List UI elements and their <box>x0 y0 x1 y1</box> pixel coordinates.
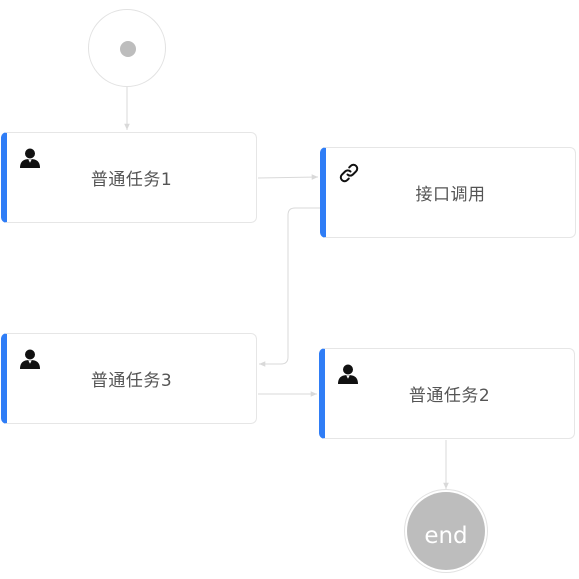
edge-task1-to-api[interactable] <box>257 174 319 180</box>
user-icon <box>19 147 41 169</box>
end-label: end <box>424 523 468 549</box>
node-label: 普通任务1 <box>90 170 173 190</box>
user-icon <box>337 363 359 385</box>
node-task-2[interactable]: 普通任务2 <box>319 348 575 439</box>
edge-api-to-task3[interactable] <box>259 207 320 367</box>
user-icon <box>19 348 41 370</box>
start-dot <box>120 41 136 57</box>
node-label: 接口调用 <box>415 185 486 205</box>
end-event[interactable]: end <box>407 492 485 570</box>
node-task-3[interactable]: 普通任务3 <box>1 333 257 424</box>
node-label: 普通任务3 <box>90 371 173 391</box>
start-event[interactable] <box>88 9 166 87</box>
link-icon <box>338 162 360 184</box>
node-label: 普通任务2 <box>408 386 491 406</box>
node-task-1[interactable]: 普通任务1 <box>1 132 257 223</box>
node-api-call[interactable]: 接口调用 <box>320 147 576 238</box>
